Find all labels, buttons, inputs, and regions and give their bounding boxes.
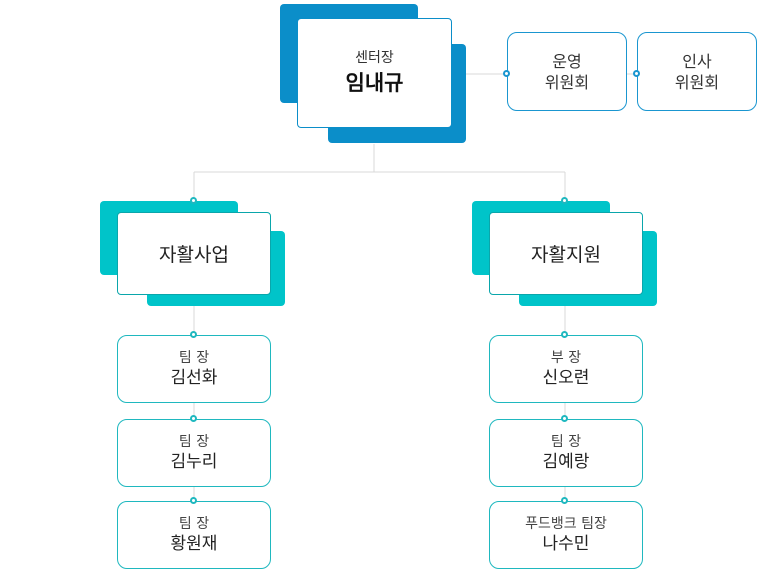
member-dot — [561, 497, 568, 504]
member-role: 팀 장 — [178, 516, 210, 532]
committee-connector-dot — [503, 70, 510, 77]
member-role: 팀 장 — [178, 434, 210, 450]
member-card[interactable]: 팀 장 김예랑 — [489, 419, 643, 487]
member-dot — [190, 331, 197, 338]
committee-operations-line1: 운영 — [552, 51, 582, 71]
division-right-dot — [561, 197, 568, 204]
member-card[interactable]: 팀 장 김선화 — [117, 335, 271, 403]
member-dot — [561, 331, 568, 338]
division-left-dot — [190, 197, 197, 204]
member-name: 신오련 — [542, 368, 590, 388]
committee-operations-line2: 위원회 — [544, 72, 590, 92]
division-left-box[interactable]: 자활사업 — [117, 212, 271, 295]
member-card[interactable]: 푸드뱅크 팀장 나수민 — [489, 501, 643, 569]
committee-personnel-line2: 위원회 — [674, 72, 720, 92]
member-card[interactable]: 부 장 신오련 — [489, 335, 643, 403]
center-head-box[interactable]: 센터장 임내규 — [297, 18, 452, 128]
member-role: 푸드뱅크 팀장 — [525, 516, 607, 532]
committee-operations[interactable]: 운영 위원회 — [507, 32, 627, 111]
member-role: 팀 장 — [550, 434, 582, 450]
division-right-box[interactable]: 자활지원 — [489, 212, 643, 295]
member-card[interactable]: 팀 장 김누리 — [117, 419, 271, 487]
member-name: 김선화 — [170, 368, 218, 388]
member-role: 부 장 — [550, 350, 582, 366]
division-left-name: 자활사업 — [159, 244, 229, 266]
committee-connector-dot — [633, 70, 640, 77]
committee-personnel[interactable]: 인사 위원회 — [637, 32, 757, 111]
member-name: 김예랑 — [542, 452, 590, 472]
member-role: 팀 장 — [178, 350, 210, 366]
center-head-name: 임내규 — [345, 71, 404, 95]
member-dot — [561, 415, 568, 422]
committee-personnel-line1: 인사 — [682, 51, 712, 71]
member-card[interactable]: 팀 장 황원재 — [117, 501, 271, 569]
center-head-role: 센터장 — [355, 50, 394, 66]
member-dot — [190, 415, 197, 422]
member-dot — [190, 497, 197, 504]
division-right-name: 자활지원 — [531, 244, 601, 266]
member-name: 나수민 — [542, 534, 590, 554]
member-name: 김누리 — [170, 452, 218, 472]
member-name: 황원재 — [170, 534, 218, 554]
